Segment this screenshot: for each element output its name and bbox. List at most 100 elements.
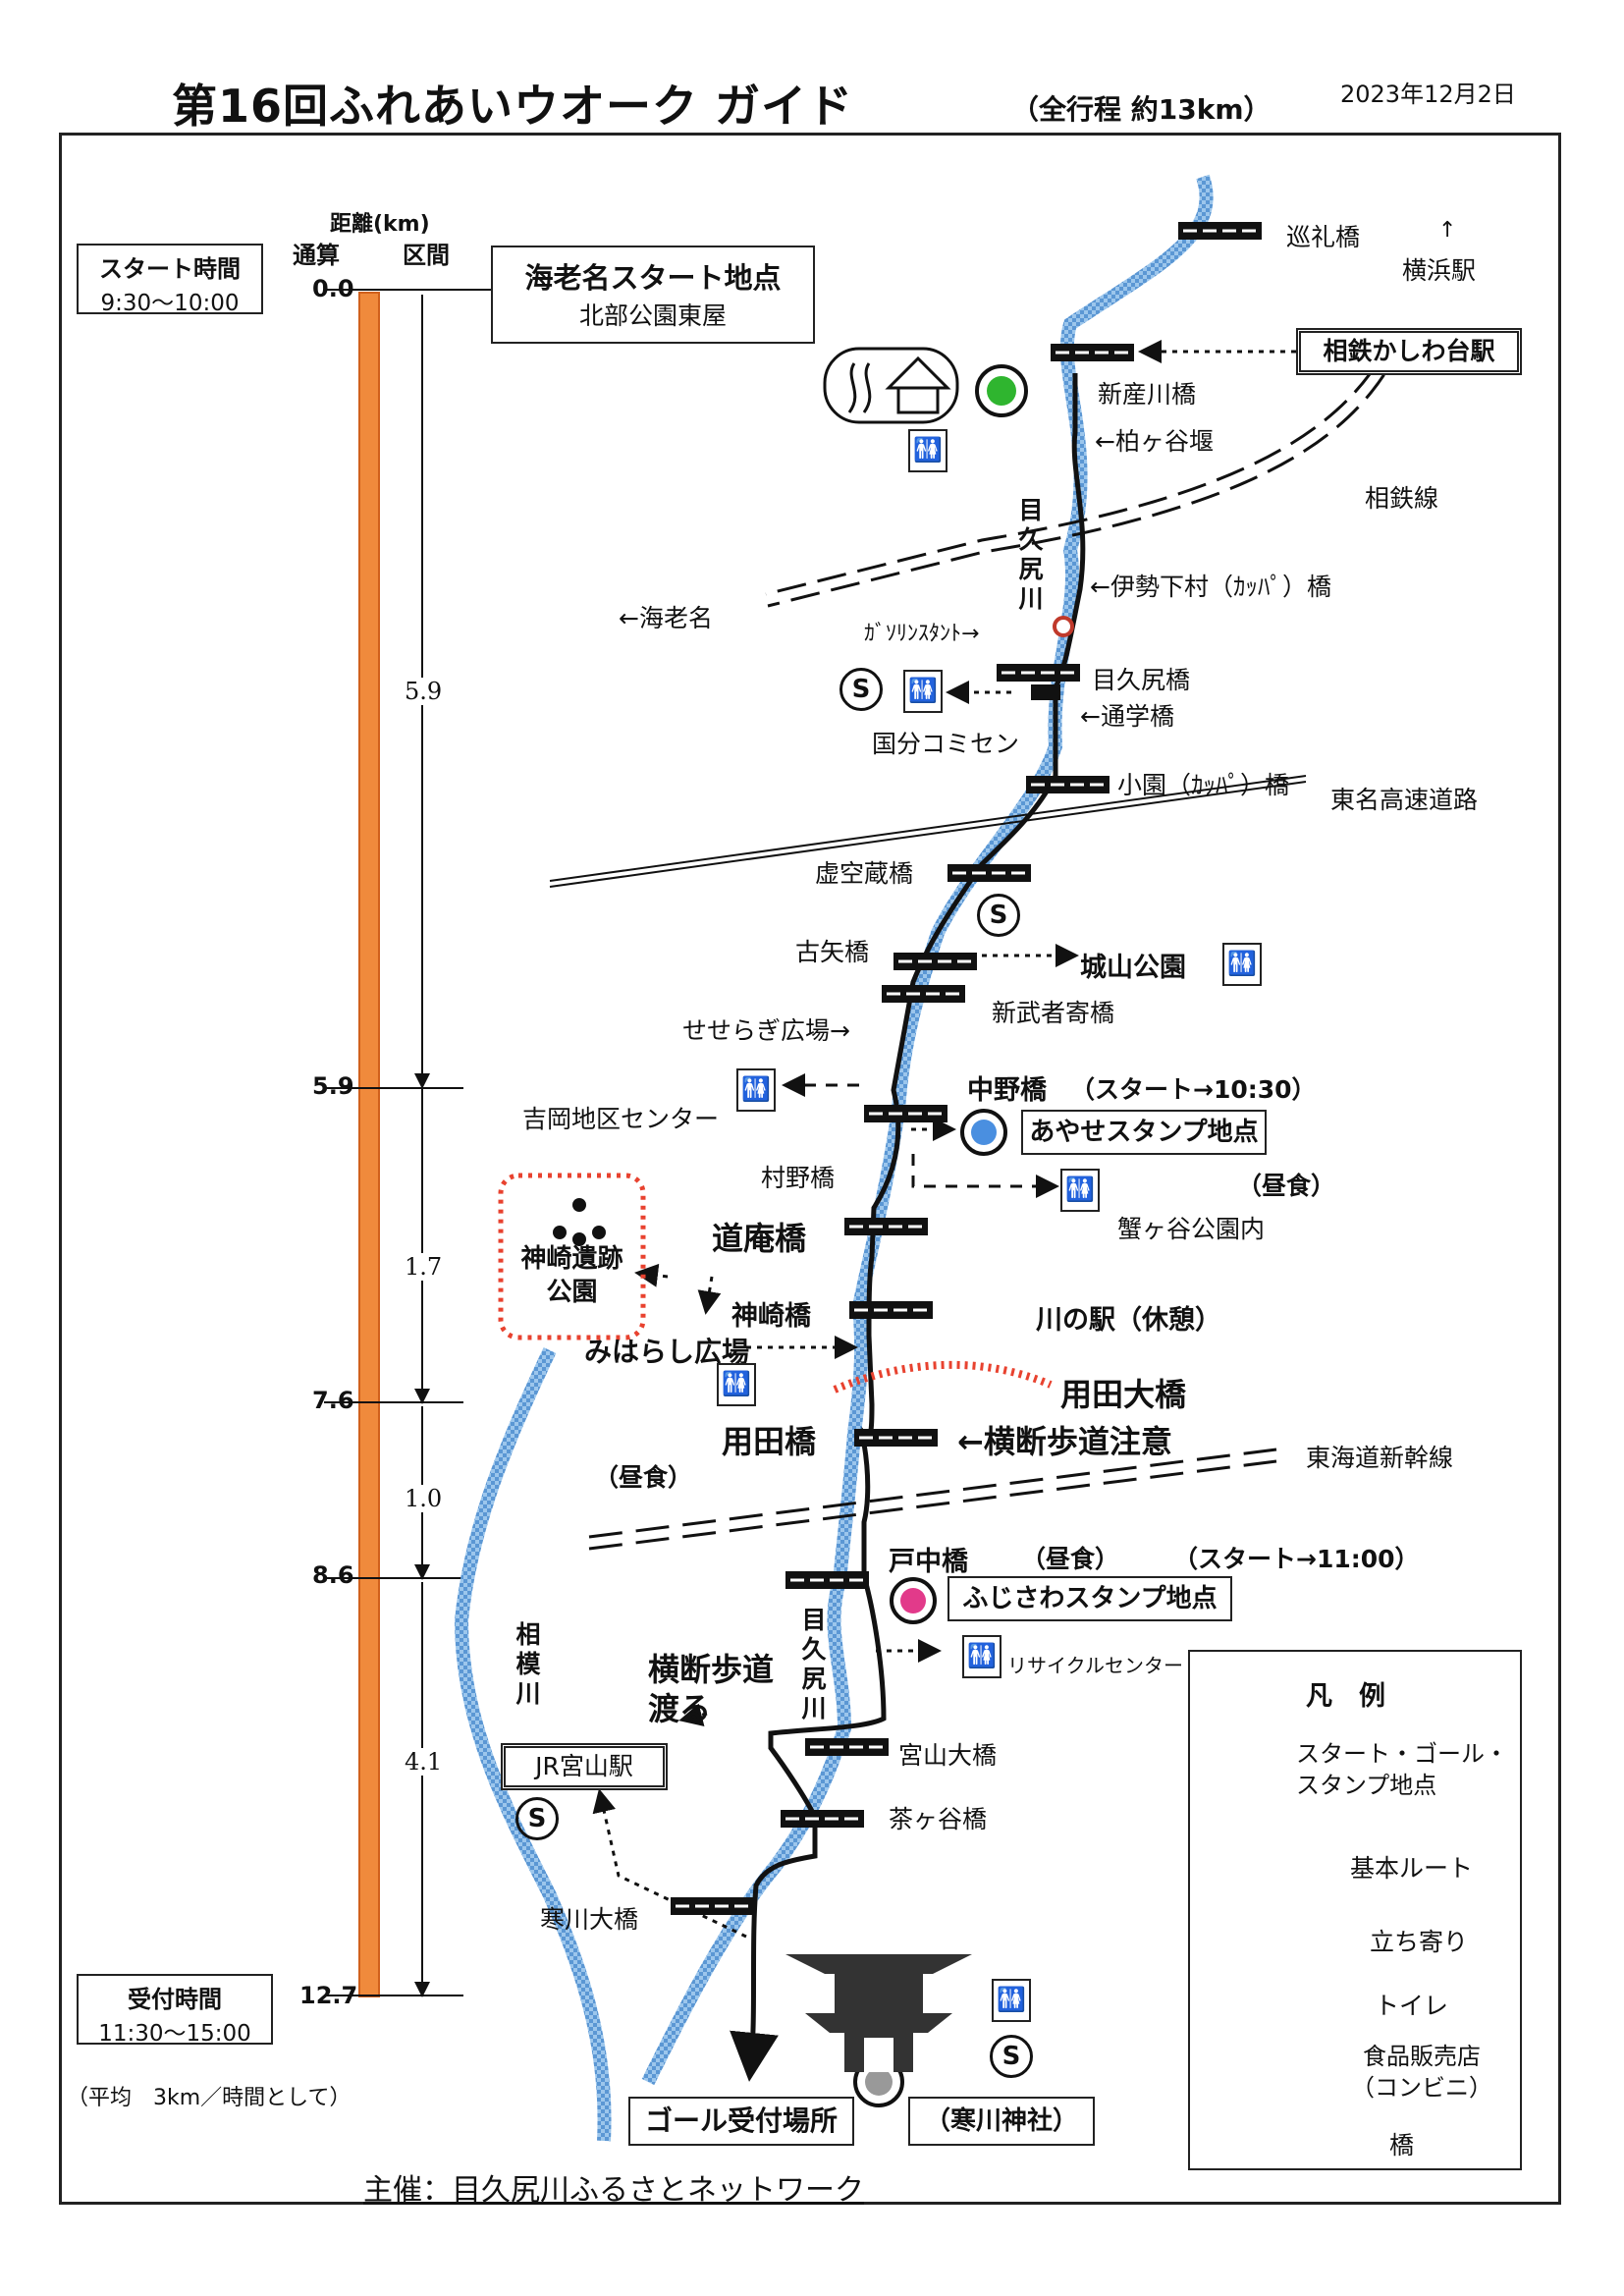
store-icon: S xyxy=(990,2035,1033,2078)
mekujiri-river xyxy=(641,174,1214,2086)
km-mark-0: 0.0 xyxy=(312,275,354,302)
store-icon: S xyxy=(977,894,1020,937)
label-murano: 村野橋 xyxy=(761,1164,836,1192)
label-shiroyama: 城山公園 xyxy=(1080,953,1186,983)
label-kashiwagaya: ←柏ヶ谷堰 xyxy=(1095,427,1214,456)
bridge-kanzaki xyxy=(849,1301,933,1319)
station-kashiwadai: 相鉄かしわ台駅 xyxy=(1296,328,1522,375)
toilet-icon: 🚻 xyxy=(1222,943,1262,986)
bridge-mekujiri xyxy=(997,664,1080,682)
legend-box xyxy=(1188,1650,1522,2170)
legend-detour: 立ち寄り xyxy=(1370,1928,1469,1956)
distance-heading: 距離(km) xyxy=(330,212,430,237)
reception-time-title: 受付時間 xyxy=(128,1986,222,2013)
toilet-icon: 🚻 xyxy=(908,429,947,472)
km-mark-76: 7.6 xyxy=(312,1387,354,1414)
label-shinsangawa: 新産川橋 xyxy=(1098,380,1197,409)
park-icon xyxy=(823,347,959,424)
bridge-junrei xyxy=(1178,222,1262,240)
section-3: 1.0 xyxy=(405,1485,443,1512)
label-shinbusha: 新武者寄橋 xyxy=(992,999,1115,1027)
km-mark-59: 5.9 xyxy=(312,1072,354,1100)
section-4: 4.1 xyxy=(405,1748,443,1776)
legend-bridge: 橋 xyxy=(1389,2131,1415,2159)
col-total: 通算 xyxy=(293,242,340,269)
label-kokuzo: 虚空蔵橋 xyxy=(815,859,914,888)
label-doan: 道庵橋 xyxy=(712,1220,807,1257)
label-furuya: 古矢橋 xyxy=(795,938,870,966)
label-crosswalk-cross: 横断歩道渡る xyxy=(648,1651,775,1727)
station-miyayama: JR宮山駅 xyxy=(501,1743,668,1790)
label-sotetsu: 相鉄線 xyxy=(1365,484,1439,513)
label-miharashi: みはらし広場 xyxy=(584,1336,750,1368)
shinkansen-line xyxy=(588,1448,1277,1539)
sagami-river xyxy=(454,1347,612,2142)
toilet-icon: 🚻 xyxy=(903,670,943,713)
label-kozono: 小園（ｶｯﾊﾟ）橋 xyxy=(1117,771,1290,799)
store-icon: S xyxy=(515,1797,559,1840)
legend-start-goal: スタート・ゴール・スタンプ地点 xyxy=(1296,1740,1508,1799)
bridge-yoda xyxy=(854,1429,938,1447)
bridge-miyayama xyxy=(805,1738,889,1756)
label-river-mekujiri-2: 目久尻川 xyxy=(801,1606,827,1722)
legend-toilet: トイレ xyxy=(1375,1992,1449,2020)
bridge-samukawa xyxy=(671,1897,754,1915)
label-tsugaku: ←通学橋 xyxy=(1080,702,1174,731)
toilet-icon: 🚻 xyxy=(736,1068,776,1112)
bridge-furuya xyxy=(893,953,977,970)
label-chagaya: 茶ヶ谷橋 xyxy=(889,1805,988,1833)
section-1: 5.9 xyxy=(405,678,443,705)
label-yoda-ohashi: 用田大橋 xyxy=(1060,1376,1187,1413)
legend-main-route: 基本ルート xyxy=(1350,1854,1474,1883)
label-ebina: ←海老名 xyxy=(619,604,713,632)
start-point-box: 海老名スタート地点 北部公園東屋 xyxy=(491,246,815,344)
label-kanigaya: 蟹ヶ谷公園内 xyxy=(1117,1215,1266,1243)
page-title: 第16回ふれあいウオーク ガイド xyxy=(172,80,854,133)
toilet-icon: 🚻 xyxy=(962,1635,1001,1678)
shrine-box: （寒川神社） xyxy=(908,2097,1095,2146)
label-tonaka-start: （スタート→11:00） xyxy=(1173,1545,1420,1573)
organizer: 主催：目久尻川ふるさとネットワーク xyxy=(363,2173,864,2208)
label-nakano: 中野橋 xyxy=(967,1075,1047,1106)
bridge-kozono xyxy=(1026,776,1110,793)
tomei-highway xyxy=(549,775,1307,882)
event-date: 2023年12月2日 xyxy=(1340,81,1516,108)
label-sagami: 相模川 xyxy=(515,1620,541,1708)
fujisawa-stamp-box: ふじさわスタンプ地点 xyxy=(947,1576,1232,1621)
bridge-nakano xyxy=(864,1105,947,1122)
km-mark-127: 12.7 xyxy=(299,1982,358,2009)
label-kanzakibashi: 神崎橋 xyxy=(731,1301,811,1332)
label-kanzaki-park: 神崎遺跡公園 xyxy=(520,1244,623,1307)
label-recycle: リサイクルセンター xyxy=(1007,1654,1183,1677)
label-crosswalk-caution: ←横断歩道注意 xyxy=(957,1423,1172,1460)
label-tonaka: 戸中橋 xyxy=(889,1547,968,1577)
map-frame xyxy=(59,133,1561,2205)
start-time-box: スタート時間 9:30〜10:00 xyxy=(77,244,263,316)
distance-bar xyxy=(358,292,380,1997)
total-distance: （全行程 約13km） xyxy=(1011,93,1272,126)
ayase-stamp-box: あやせスタンプ地点 xyxy=(1021,1110,1267,1155)
toilet-icon: 🚻 xyxy=(1060,1169,1100,1212)
gas-station-marker xyxy=(1053,616,1074,637)
section-2: 1.7 xyxy=(405,1253,443,1281)
bridge-tonaka xyxy=(785,1571,869,1589)
label-gas-station: ｶﾞｿﾘﾝｽﾀﾝﾄ→ xyxy=(864,622,980,646)
label-shinkansen: 東海道新幹線 xyxy=(1306,1444,1454,1472)
toilet-icon: 🚻 xyxy=(992,1979,1031,2022)
bridge-kokuzo xyxy=(947,864,1031,882)
yoda-ohashi-arc xyxy=(833,1360,1053,1394)
label-junrei: 巡礼橋 xyxy=(1286,223,1361,251)
goal-box: ゴール受付場所 xyxy=(628,2097,854,2146)
label-nakano-start: （スタート→10:30） xyxy=(1070,1075,1317,1104)
bridge-chagaya xyxy=(781,1810,864,1828)
start-point-sub: 北部公園東屋 xyxy=(578,301,727,330)
shrine-icon xyxy=(785,1954,972,2072)
start-time-title: スタート時間 xyxy=(99,255,241,283)
start-point-title: 海老名スタート地点 xyxy=(524,261,782,295)
label-lunch-2: （昼食） xyxy=(594,1463,693,1492)
label-kokubu: 国分コミセン xyxy=(872,730,1020,758)
label-yodabashi: 用田橋 xyxy=(722,1423,817,1460)
label-tomei: 東名高速道路 xyxy=(1330,786,1479,814)
bridge-shinsangawa xyxy=(1051,344,1134,361)
